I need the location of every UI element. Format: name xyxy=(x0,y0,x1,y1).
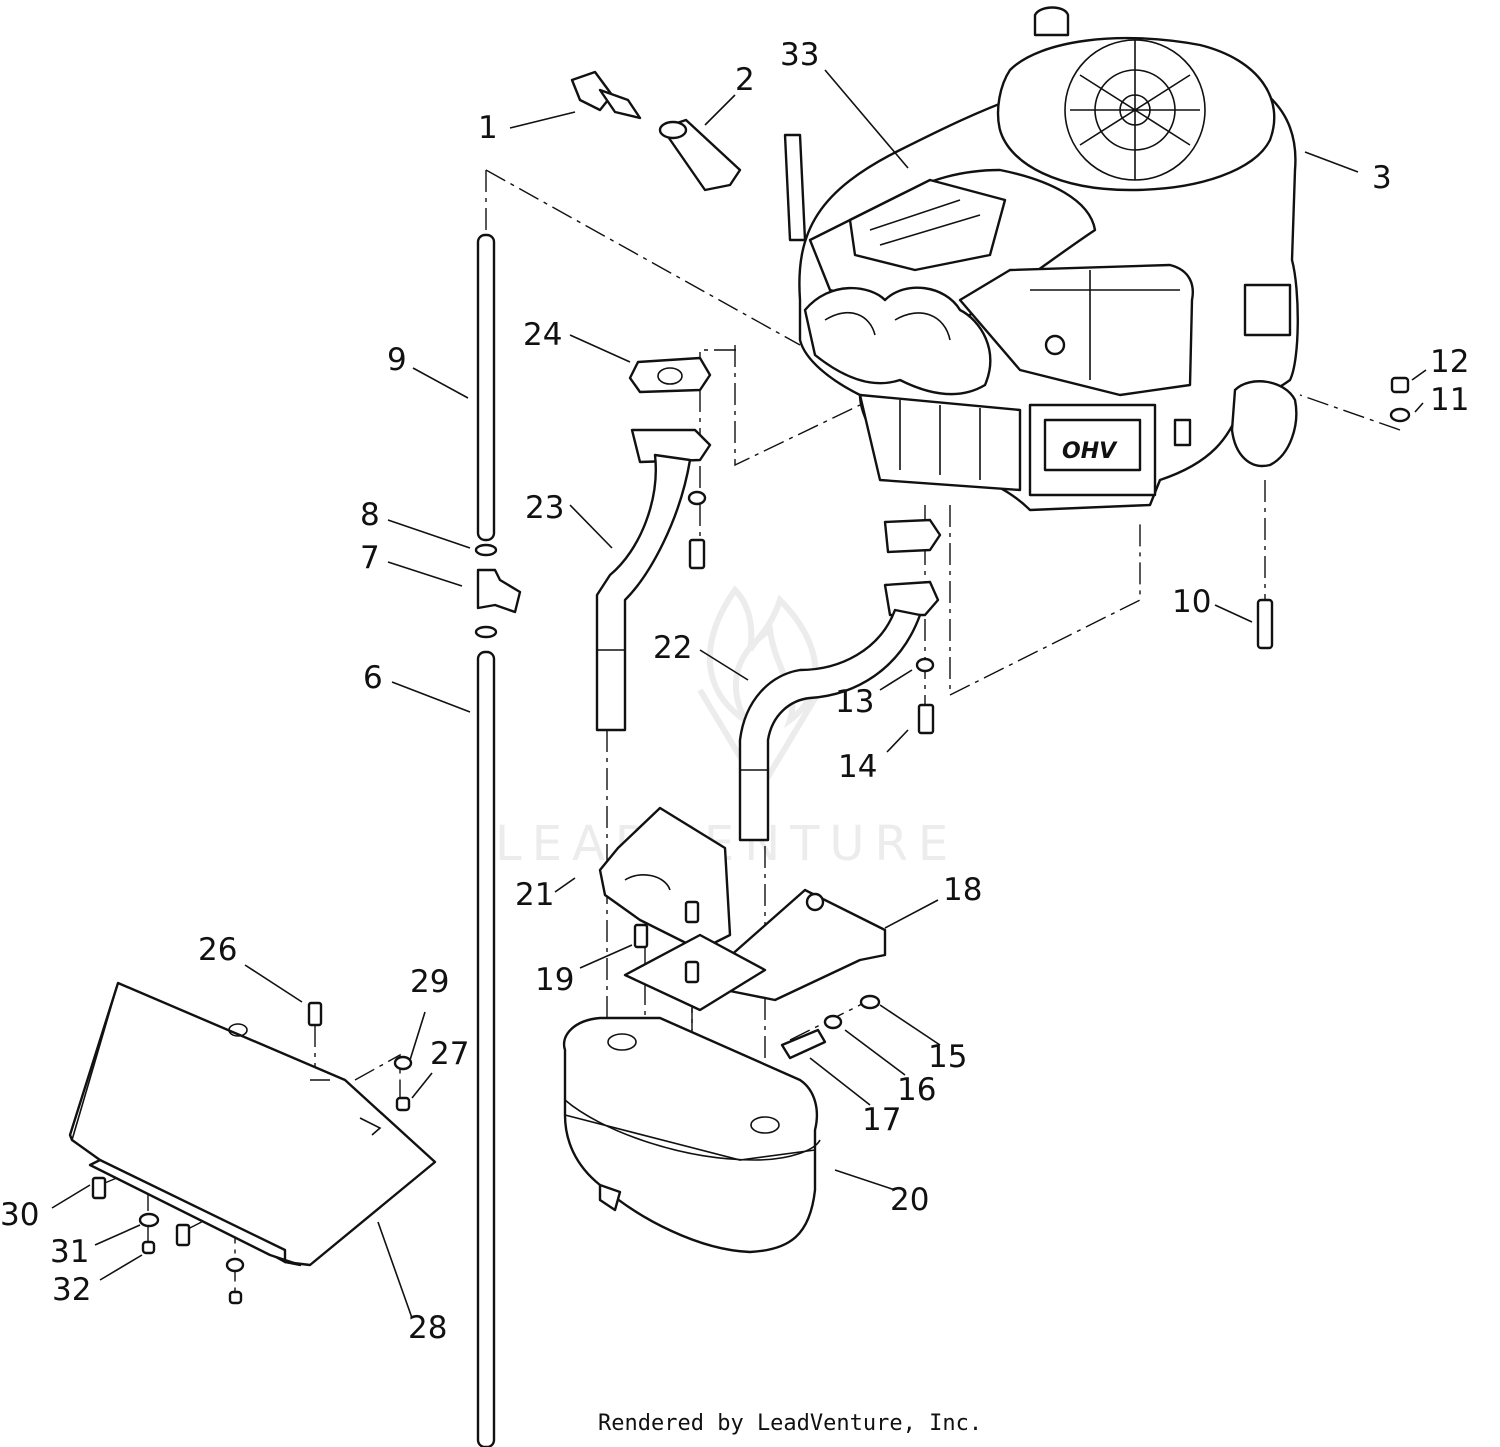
callout-29: 29 xyxy=(410,964,449,1000)
callout-13: 13 xyxy=(835,684,874,720)
oil-fitting xyxy=(570,70,742,192)
bolt-26 xyxy=(307,1001,323,1027)
callout-30: 30 xyxy=(0,1197,39,1233)
hose-upper xyxy=(476,233,496,542)
callout-22: 22 xyxy=(653,630,692,666)
nut-32 xyxy=(141,1240,156,1255)
exhaust-pipe-22 xyxy=(738,518,942,842)
callout-7: 7 xyxy=(360,540,380,576)
callouts: 1 2 3 6 7 8 9 10 11 12 13 14 15 16 17 18… xyxy=(0,37,1469,1346)
washer-29 xyxy=(393,1055,413,1071)
callout-21: 21 xyxy=(515,877,554,913)
callout-20: 20 xyxy=(890,1182,929,1218)
engine: OHV xyxy=(783,6,1299,512)
callout-32: 32 xyxy=(52,1272,91,1308)
heat-shield xyxy=(68,981,437,1267)
callout-15: 15 xyxy=(928,1039,967,1075)
callout-24: 24 xyxy=(523,317,562,353)
callout-8: 8 xyxy=(360,497,380,533)
callout-26: 26 xyxy=(198,932,237,968)
bolt xyxy=(688,538,706,570)
washer-11 xyxy=(1389,407,1411,423)
callout-18: 18 xyxy=(943,872,982,908)
callout-9: 9 xyxy=(387,342,407,378)
washer-31 xyxy=(138,1212,160,1228)
callout-12: 12 xyxy=(1430,344,1469,380)
callout-10: 10 xyxy=(1172,584,1211,620)
washer-15 xyxy=(859,994,881,1010)
callout-16: 16 xyxy=(897,1072,936,1108)
hose-lower xyxy=(476,650,496,1447)
callout-6: 6 xyxy=(363,660,383,696)
callout-27: 27 xyxy=(430,1036,469,1072)
callout-17: 17 xyxy=(862,1102,901,1138)
callout-3: 3 xyxy=(1372,160,1392,196)
muffler xyxy=(562,1016,821,1254)
leader-lines xyxy=(51,69,1427,1319)
nut-12 xyxy=(1390,376,1410,394)
nut-27 xyxy=(395,1096,411,1112)
bolt-10 xyxy=(1256,598,1274,650)
drain-valve xyxy=(474,543,522,639)
callout-28: 28 xyxy=(408,1310,447,1346)
bolt-17 xyxy=(780,1028,827,1060)
washer-16 xyxy=(823,1014,843,1030)
bolt-30 xyxy=(91,1176,107,1200)
callout-31: 31 xyxy=(50,1234,89,1270)
bolt-14 xyxy=(917,703,935,735)
callout-23: 23 xyxy=(525,490,564,526)
callout-11: 11 xyxy=(1430,382,1469,418)
bolt-19 xyxy=(633,923,649,949)
gasket-24 xyxy=(628,356,712,394)
exhaust-pipe-23 xyxy=(595,428,712,732)
callout-14: 14 xyxy=(838,749,877,785)
callout-19: 19 xyxy=(535,962,574,998)
credit-text: Rendered by LeadVenture, Inc. xyxy=(598,1411,982,1436)
engine-badge: OHV xyxy=(1062,439,1118,464)
callout-2: 2 xyxy=(735,62,755,98)
callout-33: 33 xyxy=(780,37,819,73)
callout-1: 1 xyxy=(478,110,498,146)
